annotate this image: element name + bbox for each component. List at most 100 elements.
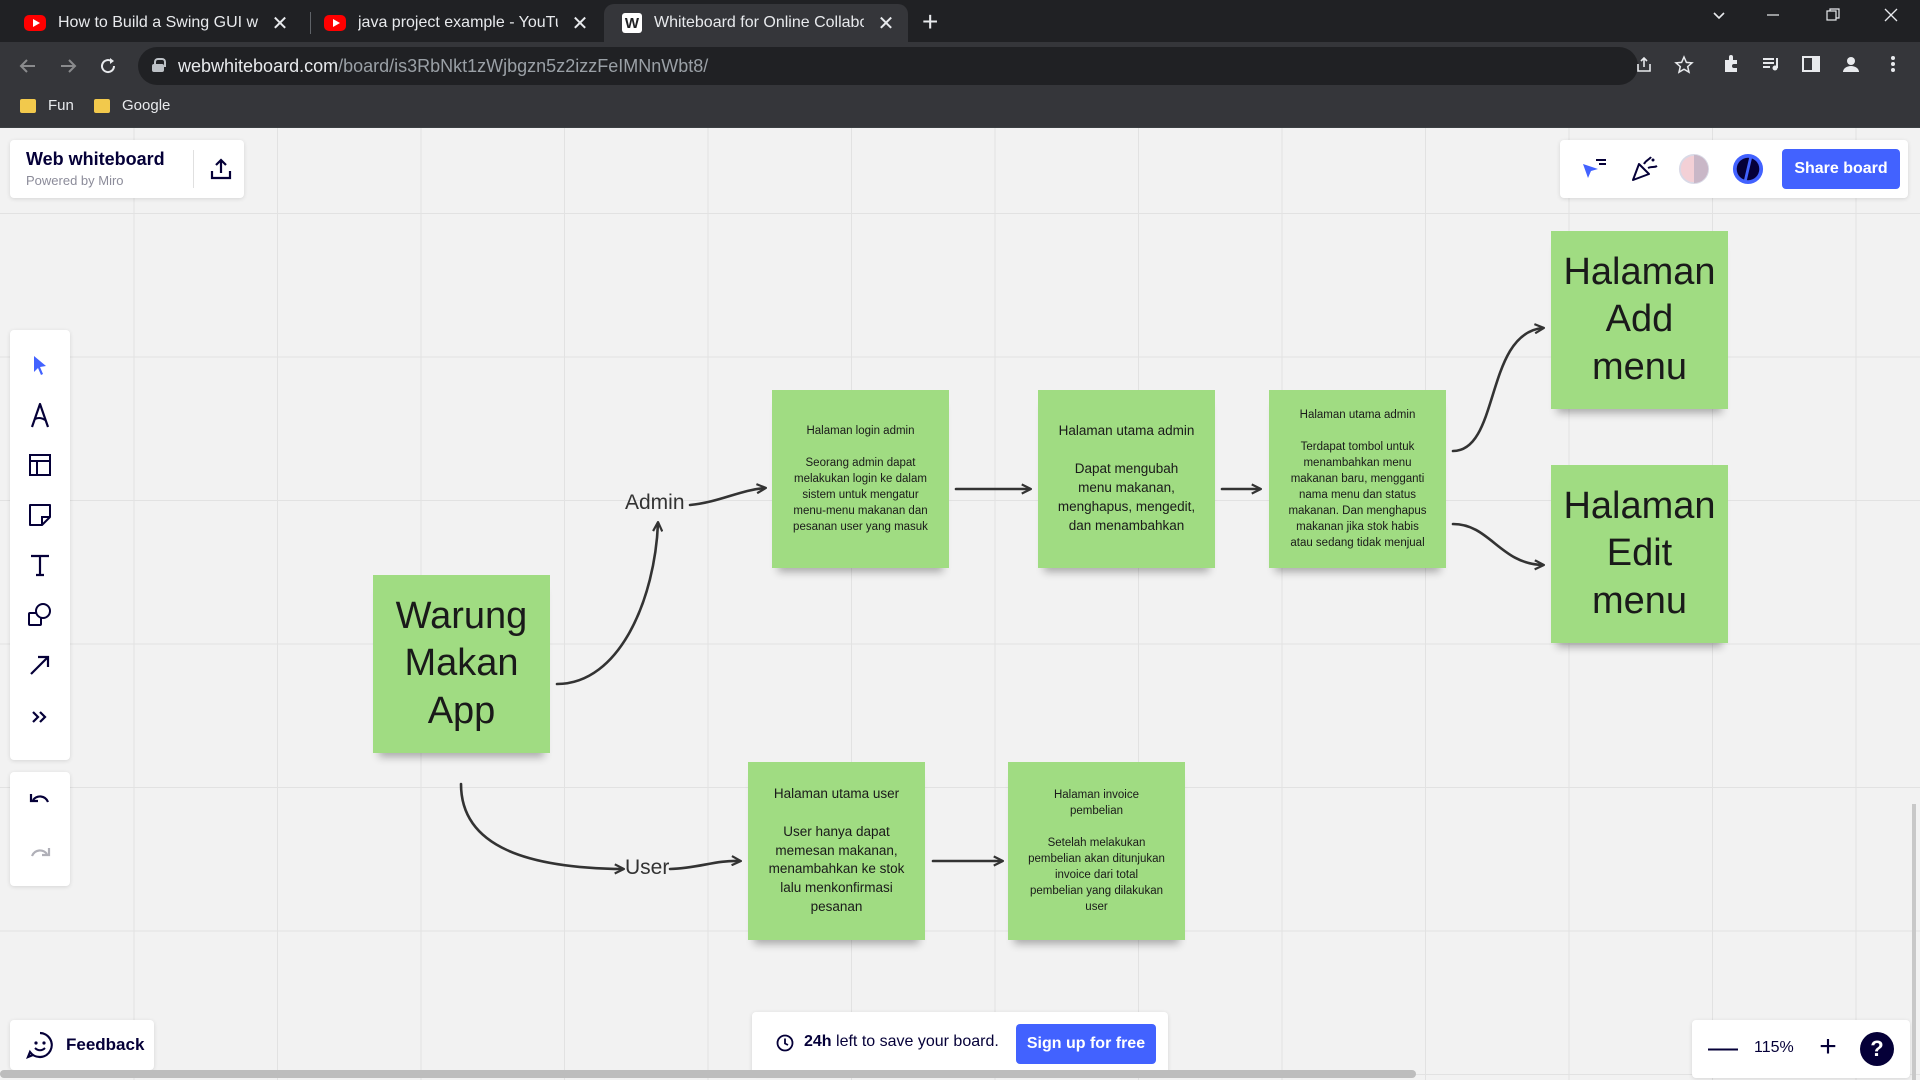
new-tab-button[interactable]: + <box>922 6 939 37</box>
help-button[interactable]: ? <box>1860 1032 1894 1066</box>
bookmarks-bar: Fun Google <box>0 90 1920 128</box>
zoom-out-button[interactable]: — <box>1708 1031 1738 1064</box>
connector-main-to-user <box>459 782 623 869</box>
sticky-note-utama-admin-detail[interactable]: Halaman utama admin Terdapat tombol untu… <box>1269 390 1446 568</box>
reload-icon[interactable] <box>92 50 124 82</box>
minimize-icon[interactable] <box>1750 6 1796 29</box>
clock-icon <box>776 1034 794 1057</box>
text-tool-icon[interactable] <box>25 550 55 580</box>
tab-youtube-java[interactable]: java project example - YouTube ✕ <box>300 4 602 42</box>
w-icon: W <box>622 13 642 33</box>
connector-utama2-to-edit <box>1451 522 1543 565</box>
whiteboard-canvas[interactable]: Admin User Warung Makan App Halaman logi… <box>0 128 1920 1080</box>
restore-icon[interactable] <box>1810 6 1856 29</box>
connector-main-to-admin <box>555 523 658 686</box>
youtube-icon <box>24 15 46 31</box>
kebab-menu-icon[interactable] <box>1880 54 1906 80</box>
vertical-scrollbar[interactable] <box>1912 804 1916 1080</box>
shapes-tool-icon[interactable] <box>25 600 55 630</box>
smiley-icon <box>26 1031 54 1064</box>
folder-icon <box>94 98 110 113</box>
lock-icon <box>152 58 166 72</box>
redo-icon[interactable] <box>25 840 55 870</box>
bookmark-fun[interactable]: Fun <box>20 97 74 114</box>
folder-icon <box>20 98 36 113</box>
tab-title: How to Build a Swing GUI with In <box>58 14 258 31</box>
sticky-note-main[interactable]: Warung Makan App <box>373 575 550 753</box>
sticky-text: Halaman Add menu <box>1563 250 1716 388</box>
zoom-level[interactable]: 115% <box>1754 1039 1794 1056</box>
connector-admin-to-login <box>688 488 765 507</box>
edge-label-admin[interactable]: Admin <box>625 491 685 514</box>
save-message: 24h left to save your board. <box>804 1033 999 1050</box>
forward-icon[interactable] <box>52 50 84 82</box>
bookmark-star-icon[interactable] <box>1672 55 1696 81</box>
tab-search-icon[interactable] <box>1696 6 1742 29</box>
divider <box>193 150 194 188</box>
share-board-button[interactable]: Share board <box>1782 149 1900 189</box>
sticky-note-login-admin[interactable]: Halaman login admin Seorang admin dapat … <box>772 390 949 568</box>
close-tab-icon[interactable]: ✕ <box>877 12 895 35</box>
sticky-text: Halaman utama admin Dapat mengubah menu … <box>1057 423 1196 533</box>
collaboration-panel: Share board <box>1560 140 1908 198</box>
share-page-icon[interactable] <box>1632 55 1656 81</box>
horizontal-scrollbar[interactable] <box>0 1070 1416 1078</box>
template-tool-icon[interactable] <box>25 450 55 480</box>
sticky-text: Warung Makan App <box>395 594 528 732</box>
tab-separator <box>310 12 311 34</box>
sticky-note-utama-user[interactable]: Halaman utama user User hanya dapat meme… <box>748 762 925 940</box>
tab-strip: How to Build a Swing GUI with In ✕ java … <box>0 0 1920 42</box>
tools-toolbar <box>10 330 70 760</box>
pen-tool-icon[interactable] <box>25 400 55 430</box>
zoom-in-button[interactable]: + <box>1819 1030 1837 1063</box>
sticky-note-utama-admin[interactable]: Halaman utama admin Dapat mengubah menu … <box>1038 390 1215 568</box>
bookmark-label: Google <box>122 97 171 114</box>
celebrate-icon[interactable] <box>1628 153 1660 185</box>
close-window-icon[interactable] <box>1868 6 1914 29</box>
user-avatar-1[interactable] <box>1678 153 1710 185</box>
sticky-note-invoice[interactable]: Halaman invoice pembelian Setelah melaku… <box>1008 762 1185 940</box>
save-banner: 24h left to save your board. Sign up for… <box>752 1012 1168 1074</box>
url-text[interactable]: webwhiteboard.com/board/is3RbNkt1zWjbgzn… <box>178 56 709 76</box>
close-tab-icon[interactable]: ✕ <box>571 12 589 35</box>
zoom-controls: — 115% + ? <box>1692 1020 1910 1078</box>
brand-title: Web whiteboard <box>26 149 165 169</box>
connector-tool-icon[interactable] <box>25 650 55 680</box>
side-panel-icon[interactable] <box>1798 54 1824 80</box>
sticky-note-tool-icon[interactable] <box>25 500 55 530</box>
extensions-icon[interactable] <box>1718 54 1744 80</box>
feedback-label: Feedback <box>66 1035 145 1054</box>
feedback-button[interactable]: Feedback <box>10 1020 154 1070</box>
bookmark-google[interactable]: Google <box>94 97 170 114</box>
sticky-text: Halaman login admin Seorang admin dapat … <box>793 424 928 534</box>
profile-icon[interactable] <box>1838 54 1864 80</box>
select-tool-icon[interactable] <box>25 350 55 380</box>
close-tab-icon[interactable]: ✕ <box>271 12 289 35</box>
back-icon[interactable] <box>12 50 44 82</box>
undo-icon[interactable] <box>25 786 55 816</box>
brand-subtitle: Powered by Miro <box>26 173 124 188</box>
bookmark-label: Fun <box>48 97 74 114</box>
tab-whiteboard[interactable]: W Whiteboard for Online Collabora ✕ <box>604 4 908 42</box>
address-bar[interactable]: webwhiteboard.com/board/is3RbNkt1zWjbgzn… <box>138 47 1694 85</box>
sticky-note-edit-menu[interactable]: Halaman Edit menu <box>1551 465 1728 643</box>
sticky-note-add-menu[interactable]: Halaman Add menu <box>1551 231 1728 409</box>
edge-label-user[interactable]: User <box>625 856 670 879</box>
sticky-text: Halaman invoice pembelian Setelah melaku… <box>1028 788 1165 914</box>
connector-utama2-to-add <box>1451 328 1543 453</box>
sticky-text: Halaman Edit menu <box>1563 484 1716 622</box>
youtube-icon <box>324 15 346 31</box>
browser-toolbar: webwhiteboard.com/board/is3RbNkt1zWjbgzn… <box>0 42 1920 90</box>
connector-user-to-utama-user <box>668 861 740 871</box>
export-icon[interactable] <box>208 156 234 182</box>
tab-title: Whiteboard for Online Collabora <box>654 14 864 31</box>
media-control-icon[interactable] <box>1758 54 1784 80</box>
cursor-filter-icon[interactable] <box>1578 153 1610 185</box>
brand-panel: Web whiteboard Powered by Miro <box>10 140 244 198</box>
tab-title: java project example - YouTube <box>358 14 558 31</box>
more-tools-icon[interactable] <box>25 702 55 732</box>
user-avatar-2[interactable] <box>1732 153 1764 185</box>
sign-up-button[interactable]: Sign up for free <box>1016 1024 1156 1064</box>
history-toolbar <box>10 772 70 886</box>
tab-youtube-swing[interactable]: How to Build a Swing GUI with In ✕ <box>0 4 302 42</box>
